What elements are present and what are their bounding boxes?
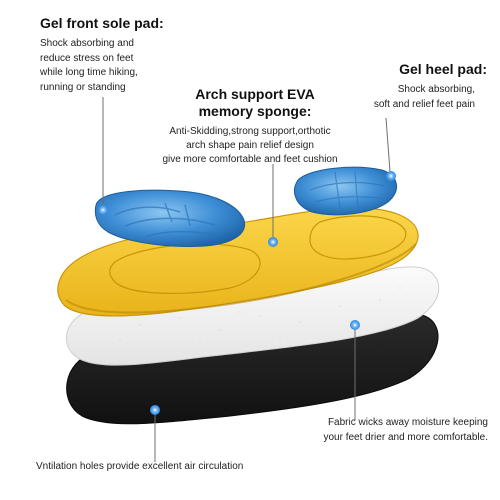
gel-front-line: while long time hiking, (40, 67, 138, 78)
arch-line: give more comfortable and feet cushion (162, 154, 338, 165)
marker-dots (98, 171, 396, 415)
arch-line: arch shape pain relief design (186, 140, 314, 151)
gel-heel-heading: Gel heel pad: (399, 61, 487, 77)
arch-support-heading: Arch support EVA memory sponge: (180, 86, 330, 120)
fabric-line: Fabric wicks away moisture keeping (327, 417, 488, 428)
fabric-speckles (119, 287, 401, 343)
gel-heel-texture (309, 171, 386, 209)
gel-front-line: running or standing (40, 81, 126, 93)
gel-front-heading: Gel front sole pad: (40, 15, 164, 31)
leader-lines (102, 97, 391, 462)
ventilation-description: Vntilation holes provide excellent air c… (36, 461, 244, 472)
arch-line: Anti-Skidding,strong support,orthotic (169, 126, 331, 137)
marker-dot-ventilation (150, 405, 160, 415)
gel-heel-description: Shock absorbing, soft and relief feet pa… (345, 83, 475, 112)
heel-line: soft and relief feet pain (373, 98, 475, 110)
marker-dot-arch (268, 237, 278, 247)
gel-front-line: Shock absorbing and (40, 38, 134, 49)
yellow-eva-edge (65, 243, 417, 314)
arch-support-description: Anti-Skidding,strong support,orthotic ar… (145, 125, 355, 167)
fabric-description: Fabric wicks away moisture keeping your … (283, 416, 488, 445)
marker-dot-gel-front (98, 205, 108, 215)
heel-recess (309, 215, 407, 260)
gel-front-line: reduce stress on feet (40, 52, 134, 64)
fabric-line: your feet drier and more comfortable. (323, 431, 488, 443)
gel-front-texture (114, 202, 221, 238)
marker-dot-heel (386, 171, 396, 181)
marker-dot-fabric (350, 320, 360, 330)
heel-line: Shock absorbing, (397, 84, 475, 95)
arch-heading-line: memory sponge: (198, 102, 312, 119)
gel-heel-pad (294, 166, 397, 216)
gel-front-description: Shock absorbing and reduce stress on fee… (40, 37, 170, 95)
arch-heading-line: Arch support EVA (195, 86, 315, 102)
